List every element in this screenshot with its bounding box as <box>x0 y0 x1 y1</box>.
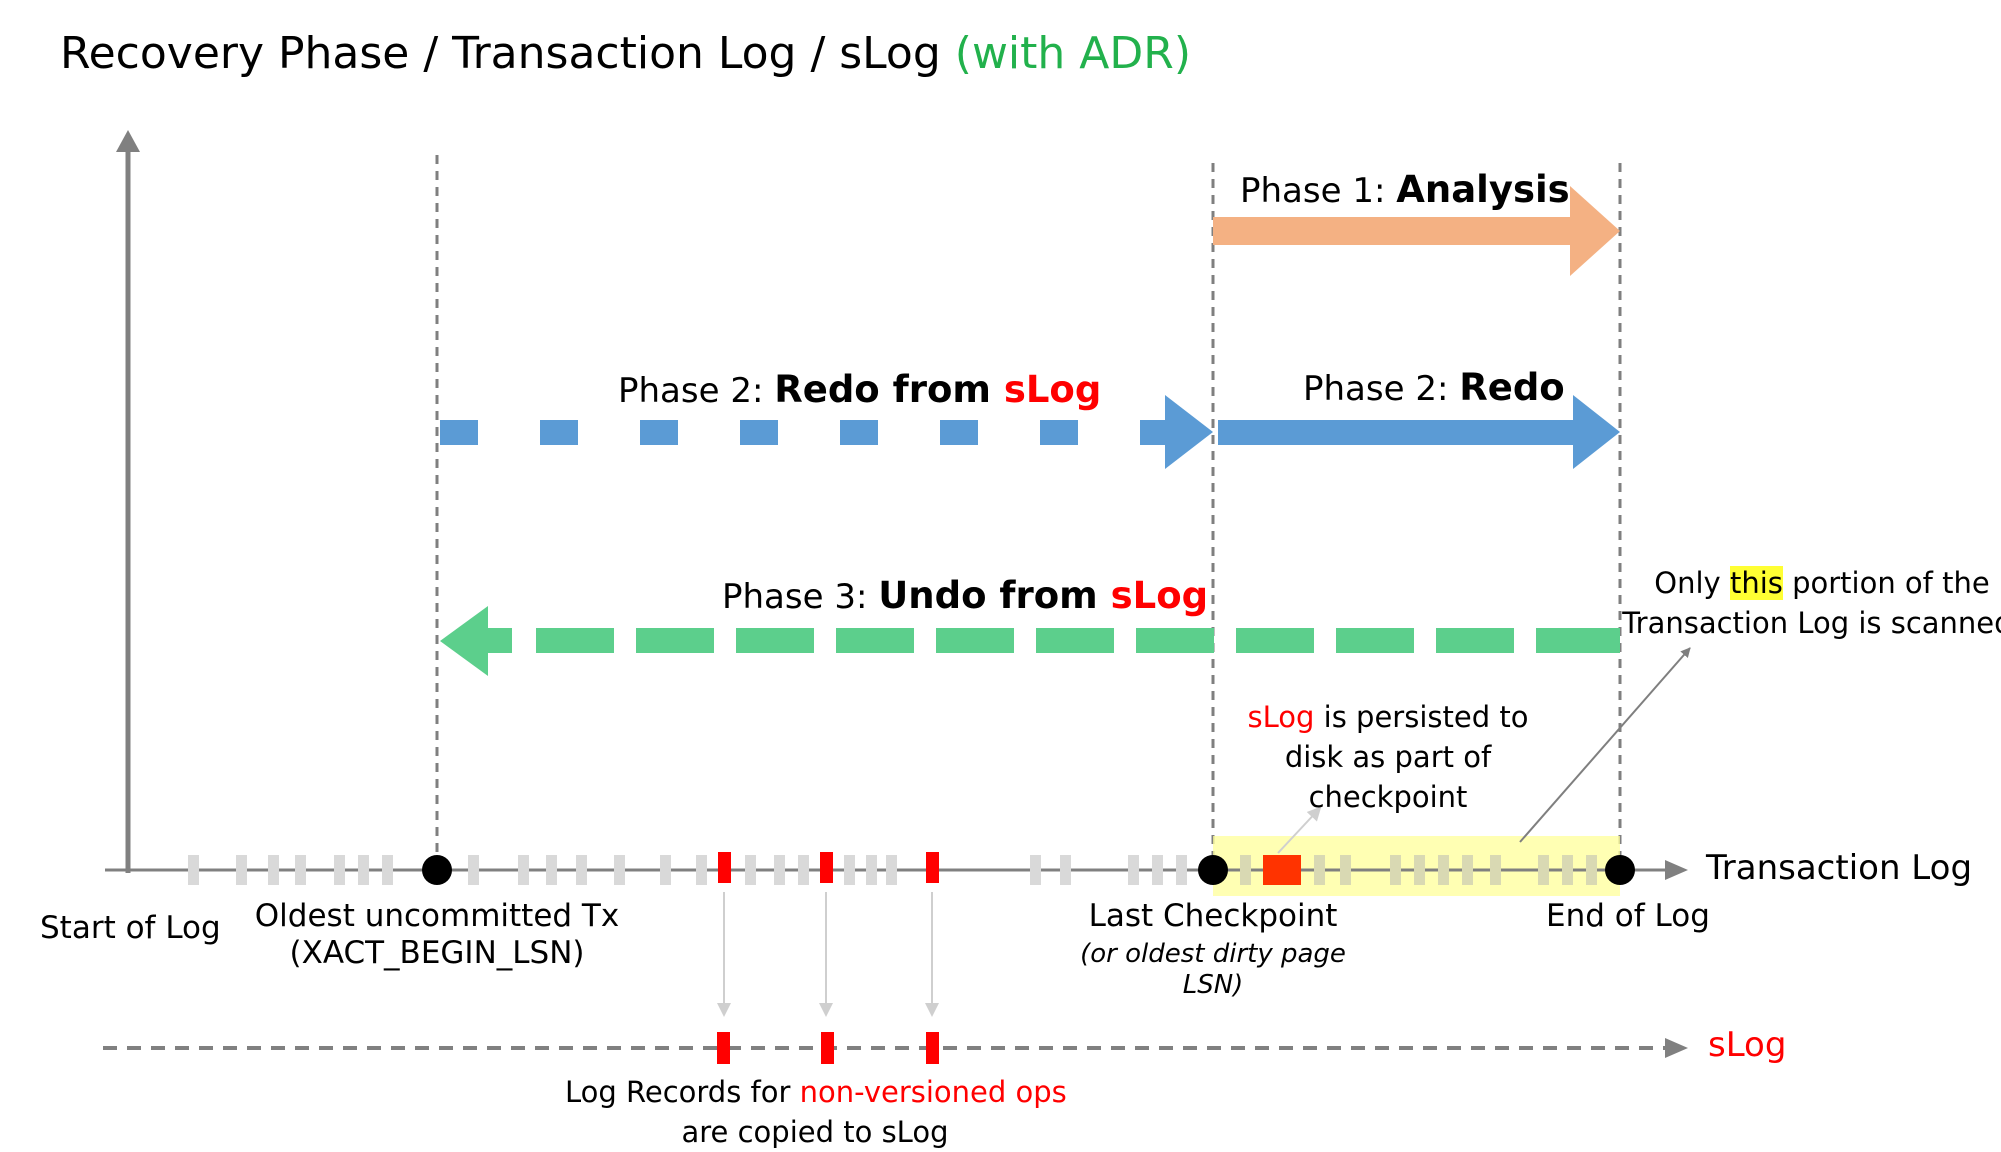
end-of-log-marker <box>1605 855 1635 885</box>
redo-slog-arrow <box>440 395 1213 469</box>
non-versioned-records <box>718 852 939 883</box>
scanned-pointer <box>1519 647 1691 843</box>
redo-label: Phase 2: Redo <box>1303 366 1565 409</box>
checkpoint-note-line2: LSN) <box>1182 970 1244 1001</box>
slog-label: sLog <box>1708 1025 1787 1065</box>
undo-slog-label: Phase 3: Undo from sLog <box>722 574 1209 617</box>
title-main: Recovery Phase / Transaction Log / sLog <box>60 28 941 79</box>
slog-persisted-note: sLog is persisted to disk as part of che… <box>1247 700 1529 814</box>
page-title: Recovery Phase / Transaction Log / sLog … <box>60 28 1191 81</box>
analysis-label: Phase 1: Analysis <box>1240 168 1570 211</box>
checkpoint-marker <box>1198 855 1228 885</box>
oldest-tx-marker <box>422 855 452 885</box>
oldest-tx-label: Oldest uncommitted Tx (XACT_BEGIN_LSN) <box>254 898 620 972</box>
redo-slog-label: Phase 2: Redo from sLog <box>618 368 1102 411</box>
slog-records <box>717 1032 939 1064</box>
analysis-arrow <box>1213 186 1620 276</box>
title-accent: (with ADR) <box>954 28 1192 79</box>
scanned-note: Only this portion of the Transaction Log… <box>1622 566 2001 640</box>
slog-persisted-pointer <box>1277 806 1322 854</box>
transaction-log-arrowhead <box>1665 860 1688 880</box>
transaction-log-label: Transaction Log <box>1706 848 1973 888</box>
vertical-axis-arrowhead <box>116 130 140 152</box>
undo-slog-arrow <box>440 606 1620 676</box>
checkpoint-note-line1: (or oldest dirty page <box>1080 939 1346 970</box>
log-records-note: Log Records for non-versioned ops are co… <box>565 1075 1067 1149</box>
start-of-log-label: Start of Log <box>40 910 221 946</box>
slog-checkpoint-block <box>1263 855 1301 885</box>
slog-arrowhead <box>1665 1038 1688 1058</box>
log-records <box>188 855 1187 885</box>
redo-arrow <box>1218 395 1620 469</box>
end-of-log-label: End of Log <box>1546 898 1710 934</box>
last-checkpoint-label: Last Checkpoint (or oldest dirty page LS… <box>1063 898 1363 1002</box>
